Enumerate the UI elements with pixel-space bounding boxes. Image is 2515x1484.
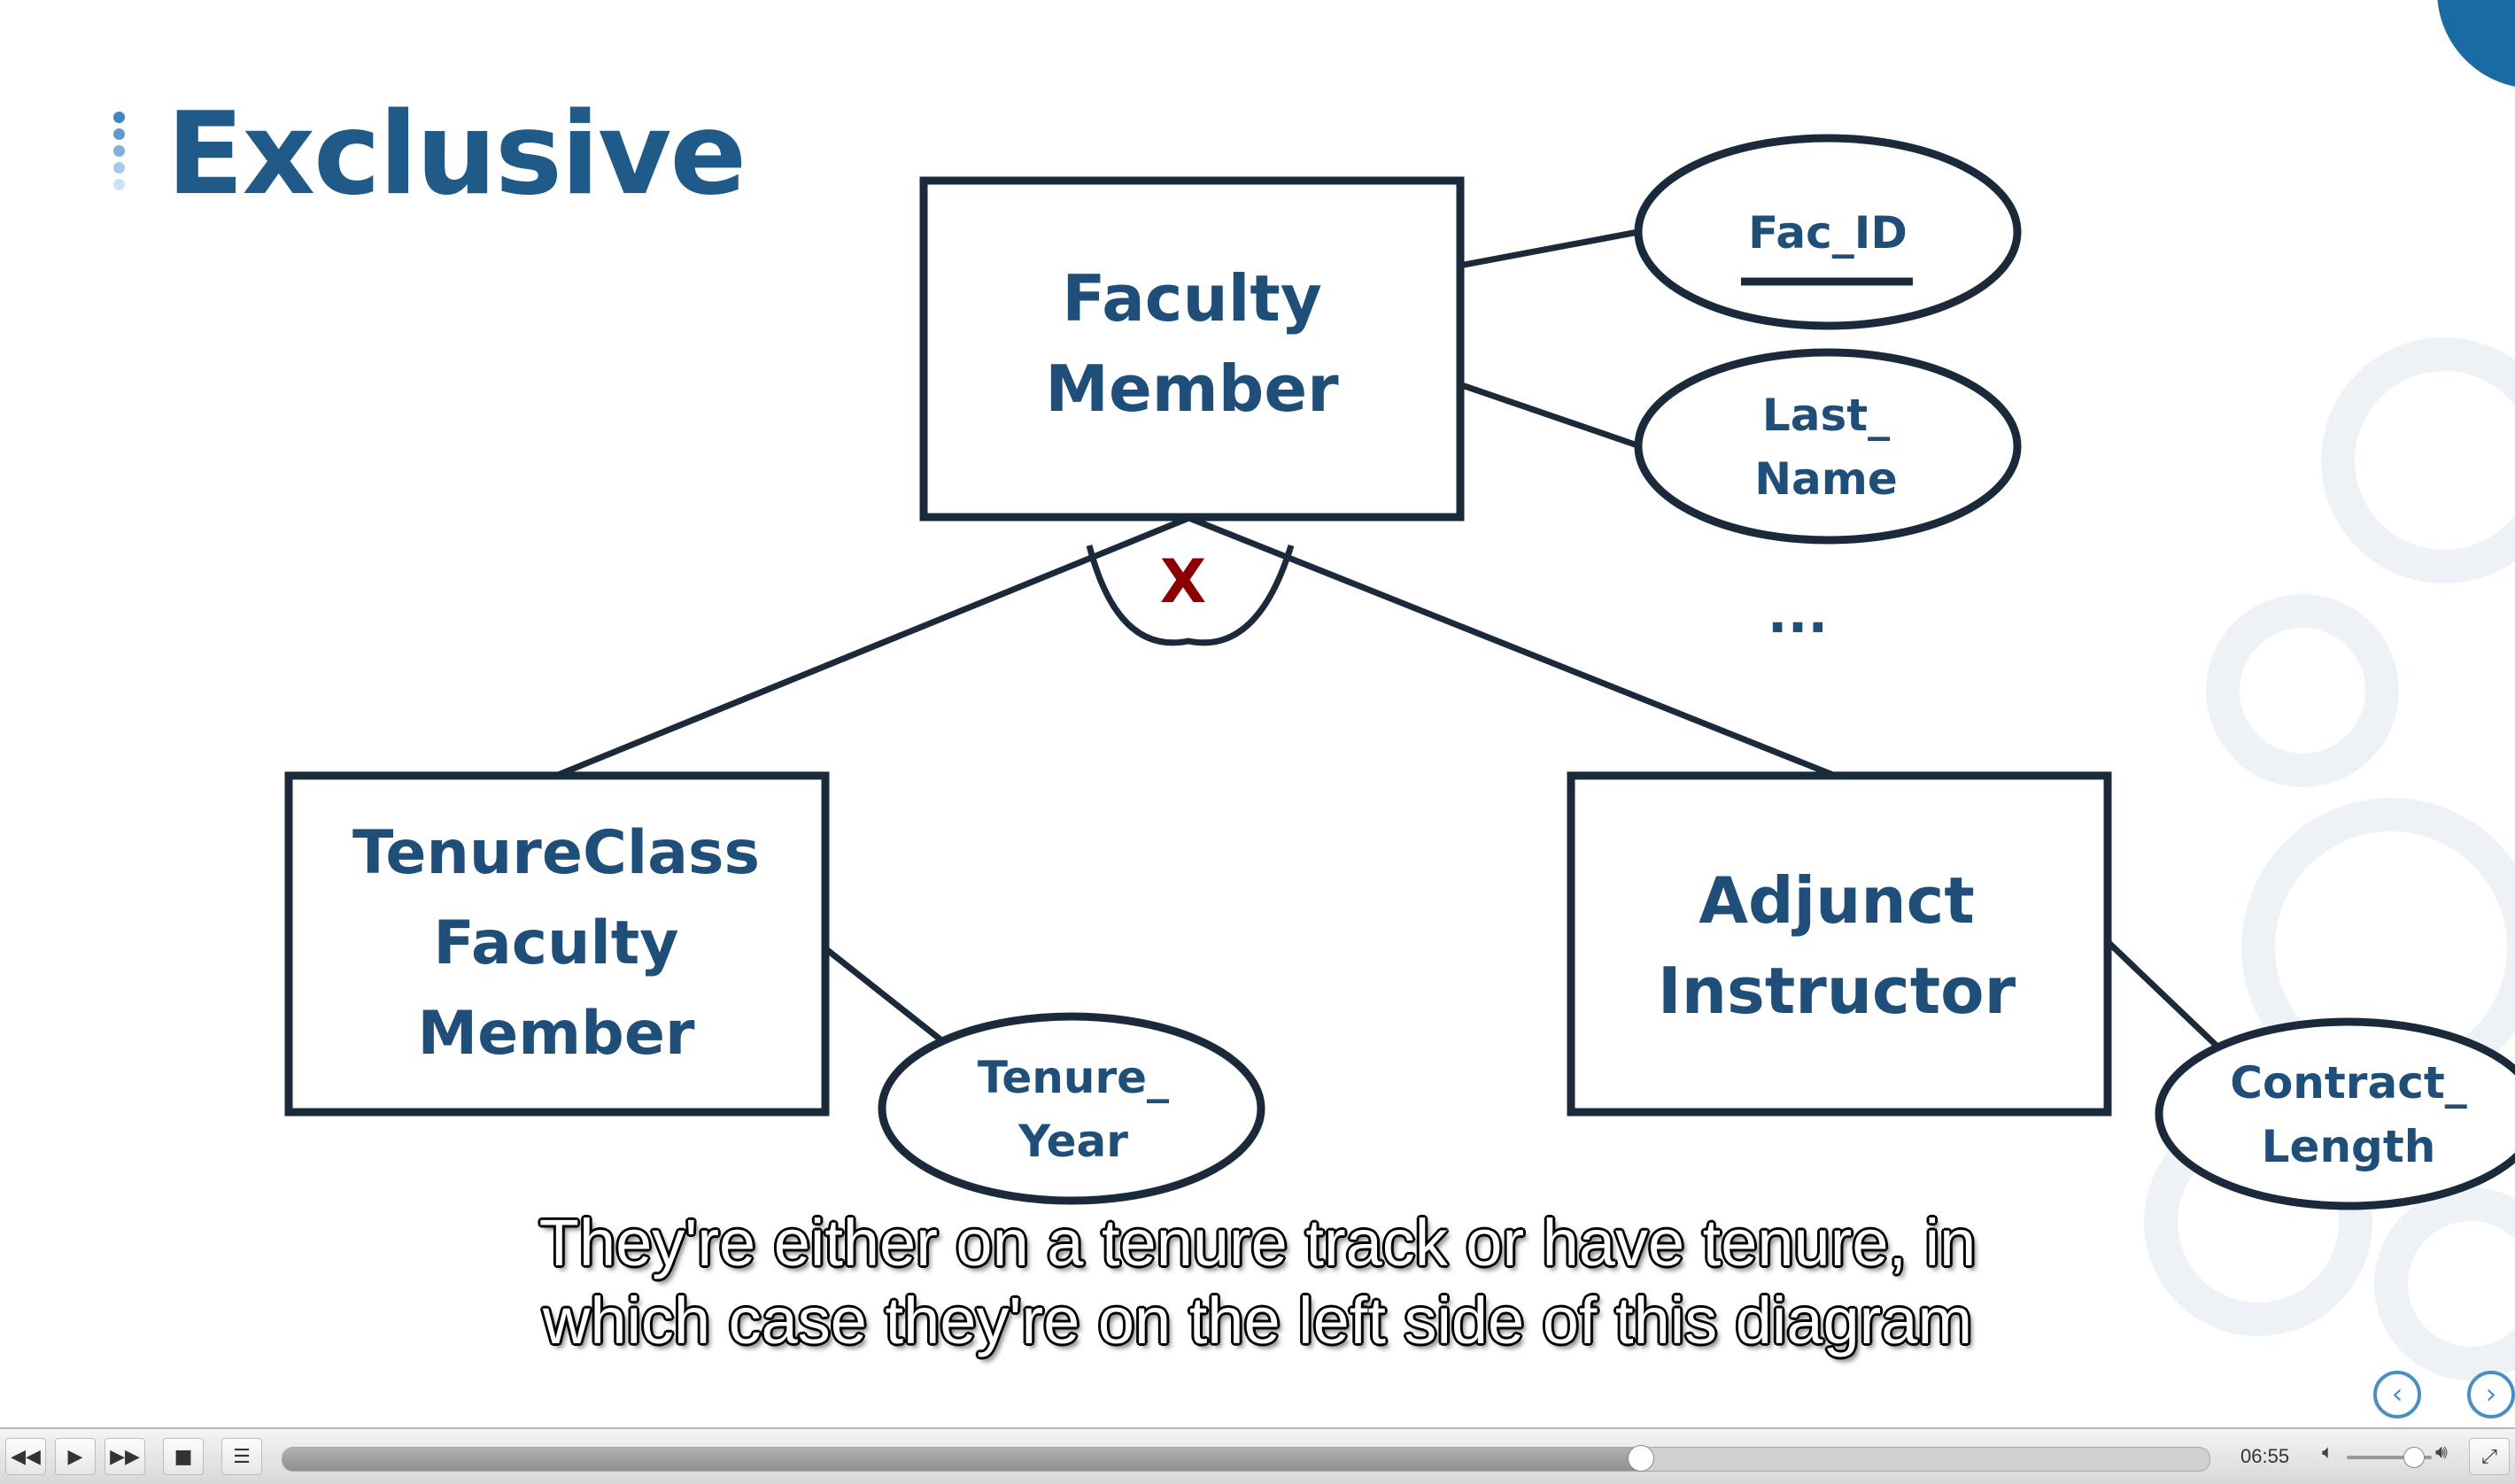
slide-canvas: Exclusive Faculty Member TenureClass Fac… xyxy=(0,0,2515,1418)
title-dot xyxy=(113,112,125,123)
entity-tenureclass-faculty-member xyxy=(284,771,830,1117)
attribute-label: Last_ xyxy=(1762,390,1890,441)
fast-forward-button[interactable]: ▶▶ xyxy=(104,1438,145,1475)
time-display: 06:55 xyxy=(2240,1445,2290,1467)
inheritance-line-right xyxy=(1185,514,1837,779)
attribute-more-label: ... xyxy=(1768,584,1828,645)
title-dot xyxy=(113,162,125,174)
caption-line: which case they're on the left side of t… xyxy=(542,1284,1973,1357)
attribute-contract-length xyxy=(2155,1017,2515,1210)
relationship-line xyxy=(1459,228,1639,269)
subtype-left-label: Faculty xyxy=(433,908,678,978)
fast-forward-icon: ▶▶ xyxy=(110,1445,140,1468)
subtype-left-label: Member xyxy=(418,999,695,1069)
stop-button[interactable]: ■ xyxy=(163,1438,204,1475)
volume-low-icon[interactable]: 🔈︎ xyxy=(2322,1441,2334,1464)
exclusive-arc xyxy=(1086,544,1295,646)
attribute-label: Fac_ID xyxy=(1748,207,1908,259)
title-dot xyxy=(113,128,125,140)
subtype-right-label: Adjunct xyxy=(1699,863,1975,938)
attribute-label: Contract_ xyxy=(2230,1057,2466,1109)
stop-icon: ■ xyxy=(174,1445,193,1468)
attribute-last-name xyxy=(1634,348,2022,545)
play-button[interactable]: ▶ xyxy=(55,1438,96,1475)
attribute-label: Year xyxy=(1018,1116,1128,1167)
attribute-fac-id xyxy=(1634,134,2022,330)
fullscreen-button[interactable]: ⤢ xyxy=(2469,1438,2510,1475)
title-dot xyxy=(113,145,125,157)
slide-title: Exclusive xyxy=(166,89,747,220)
volume-high-icon[interactable]: 🔊︎ xyxy=(2435,1441,2448,1464)
playlist-icon: ☰ xyxy=(233,1445,251,1468)
playlist-button[interactable]: ☰ xyxy=(221,1438,262,1475)
inheritance-line-left xyxy=(554,514,1193,779)
video-control-bar: ◀◀ ▶ ▶▶ ■ ☰ 06:55 🔈︎ 🔊︎ ⤢ xyxy=(0,1427,2515,1484)
entity-adjunct-instructor xyxy=(1567,771,2112,1117)
er-diagram: Faculty Member TenureClass Faculty Membe… xyxy=(284,134,2515,1210)
supertype-label: Member xyxy=(1045,352,1339,426)
subtype-right-label: Instructor xyxy=(1658,954,2016,1028)
fullscreen-icon: ⤢ xyxy=(2481,1445,2497,1468)
entity-faculty-member xyxy=(919,176,1465,522)
exclusive-symbol: X xyxy=(1160,547,1206,617)
progress-bar[interactable] xyxy=(282,1447,2210,1472)
volume-handle[interactable] xyxy=(2403,1447,2425,1468)
progress-handle[interactable] xyxy=(1628,1445,1655,1472)
relationship-line xyxy=(824,947,943,1042)
subtitle-caption: They're either on a tenure track or have… xyxy=(0,1204,2515,1360)
relationship-line xyxy=(1458,381,1642,450)
attribute-label: Tenure_ xyxy=(978,1052,1169,1103)
subtype-left-label: TenureClass xyxy=(352,818,760,888)
rewind-button[interactable]: ◀◀ xyxy=(5,1438,46,1475)
attribute-label: Length xyxy=(2262,1121,2436,1172)
chevron-left-icon[interactable]: ‹ xyxy=(2373,1371,2421,1418)
rewind-icon: ◀◀ xyxy=(11,1445,41,1468)
volume-slider[interactable] xyxy=(2347,1456,2432,1459)
title-dots-icon xyxy=(113,112,126,200)
title-dot xyxy=(113,179,125,190)
play-icon: ▶ xyxy=(67,1445,83,1468)
caption-line: They're either on a tenure track or have… xyxy=(538,1206,1977,1279)
progress-fill xyxy=(282,1448,1642,1471)
chevron-right-icon[interactable]: › xyxy=(2467,1371,2515,1418)
attribute-label: Name xyxy=(1754,453,1898,505)
attribute-tenure-year xyxy=(878,1012,1265,1205)
supertype-label: Faculty xyxy=(1062,261,1322,336)
relationship-line xyxy=(2096,931,2218,1047)
